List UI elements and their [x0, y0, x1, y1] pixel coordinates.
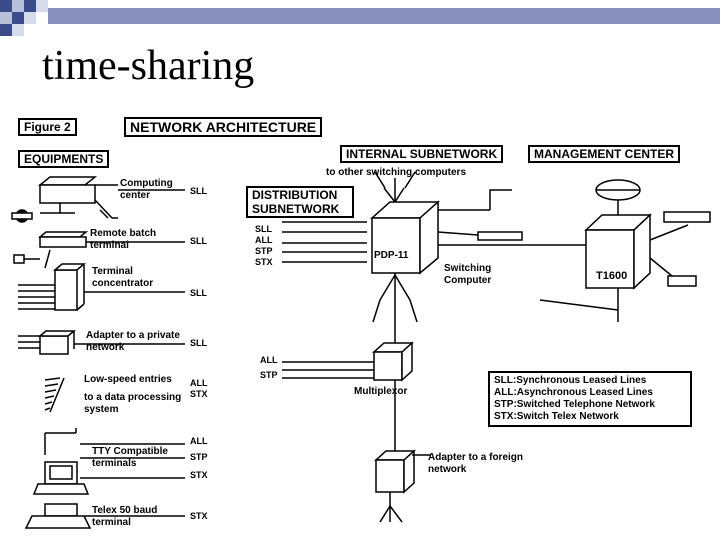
legend-box: SLL:Synchronous Leased Lines ALL:Asynchr… [488, 371, 692, 427]
line-code: SLL [190, 186, 207, 196]
telex-50-baud-label: Telex 50 baud terminal [92, 505, 158, 528]
distribution-code: STP [255, 246, 273, 256]
line-code: SLL [190, 338, 207, 348]
slide-decoration [0, 0, 720, 36]
equipments-label: EQUIPMENTS [18, 150, 110, 168]
multiplexor-code: ALL [260, 355, 278, 365]
distribution-subnetwork-label: DISTRIBUTION SUBNETWORK [246, 186, 354, 218]
distribution-code: STX [255, 257, 273, 267]
line-code: STX [190, 389, 208, 399]
line-code: ALL [190, 436, 208, 446]
switching-computer-label: Switching Computer [444, 263, 492, 286]
line-code: ALL [190, 378, 208, 388]
multiplexor-label: Multiplexor [354, 386, 408, 397]
computing-center-label: Computing center [120, 178, 173, 201]
diagram-heading: NETWORK ARCHITECTURE [124, 117, 323, 137]
internal-subnetwork-label: INTERNAL SUBNETWORK [340, 145, 504, 163]
line-code: STP [190, 452, 208, 462]
figure-label: Figure 2 [18, 118, 77, 136]
multiplexor-code: STP [260, 370, 278, 380]
line-code: SLL [190, 288, 207, 298]
line-code: SLL [190, 236, 207, 246]
legend-item: STX:Switch Telex Network [494, 411, 619, 422]
legend-item: STP:Switched Telephone Network [494, 399, 655, 410]
tty-compatible-label: TTY Compatible terminals [92, 446, 168, 469]
low-speed-entries-label: Low-speed entries [84, 374, 172, 385]
pdp11-label: PDP-11 [374, 250, 409, 262]
adapter-private-network-label: Adapter to a private network [86, 330, 180, 353]
legend-item: SLL:Synchronous Leased Lines [494, 375, 647, 386]
slide-title: time-sharing [42, 43, 255, 89]
to-data-processing-label: to a data processing system [84, 392, 182, 415]
to-other-switching-label: to other switching computers [326, 167, 467, 178]
legend-item: ALL:Asynchronous Leased Lines [494, 387, 653, 398]
distribution-code: SLL [255, 224, 272, 234]
remote-batch-terminal-label: Remote batch terminal [90, 228, 157, 251]
management-center-label: MANAGEMENT CENTER [528, 145, 680, 163]
adapter-foreign-network-label: Adapter to a foreign network [428, 452, 524, 475]
distribution-code: ALL [255, 235, 273, 245]
line-code: STX [190, 470, 208, 480]
terminal-concentrator-label: Terminal concentrator [92, 266, 154, 289]
t1600-label: T1600 [596, 270, 628, 282]
line-code: STX [190, 511, 208, 521]
